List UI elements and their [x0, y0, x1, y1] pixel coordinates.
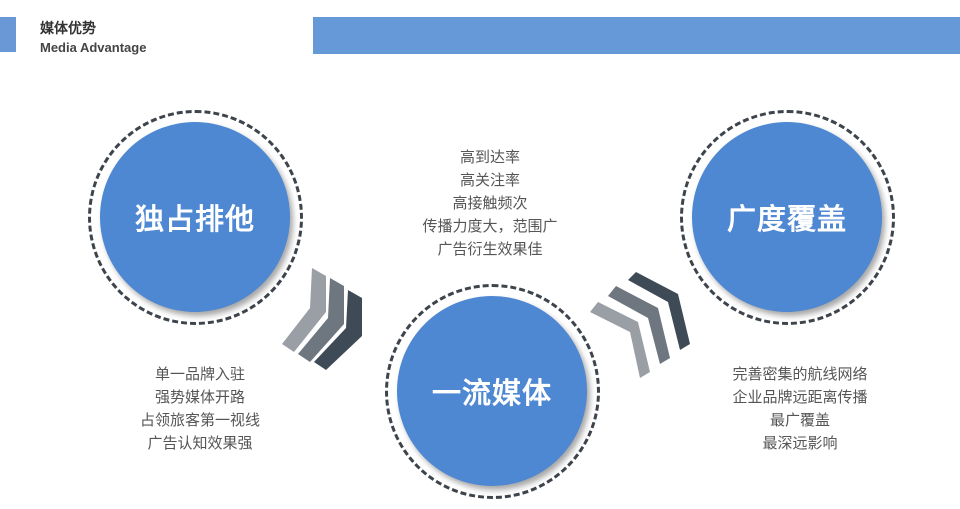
header-accent-block [0, 17, 16, 52]
desc-line: 单一品牌入驻 [154, 365, 245, 383]
page-title: 媒体优势 [40, 21, 96, 37]
desc-line: 强势媒体开路 [154, 388, 245, 406]
middle-description: 高到达率 高关注率 高接触频次 传播力度大，范围广 广告衍生效果佳 [400, 146, 580, 261]
desc-line: 高关注率 [459, 171, 520, 189]
chevron-arrow-right-up-icon [590, 272, 690, 378]
page-subtitle: Media Advantage [40, 40, 147, 55]
right-circle-dashed-ring [680, 110, 895, 325]
chevron-arrow-right-down-icon [282, 268, 362, 370]
right-description: 完善密集的航线网络 企业品牌远距离传播 最广覆盖 最深远影响 [700, 363, 900, 455]
desc-line: 最广覆盖 [769, 411, 830, 429]
desc-line: 传播力度大，范围广 [422, 217, 558, 235]
desc-line: 最深远影响 [762, 434, 838, 452]
middle-circle: 一流媒体 [397, 296, 587, 486]
desc-line: 广告认知效果强 [147, 434, 253, 452]
desc-line: 完善密集的航线网络 [732, 365, 868, 383]
left-circle-label: 独占排他 [134, 202, 255, 236]
desc-line: 高到达率 [459, 148, 520, 166]
middle-circle-dashed-ring [385, 284, 600, 499]
desc-line: 占领旅客第一视线 [139, 411, 260, 429]
header-accent-bar [313, 17, 960, 54]
desc-line: 广告衍生效果佳 [437, 240, 543, 258]
left-circle-dashed-ring [88, 110, 303, 325]
right-circle: 广度覆盖 [692, 122, 882, 312]
desc-line: 企业品牌远距离传播 [732, 388, 868, 406]
right-circle-label: 广度覆盖 [726, 202, 847, 236]
desc-line: 高接触频次 [452, 194, 528, 212]
middle-circle-label: 一流媒体 [431, 376, 552, 410]
left-description: 单一品牌入驻 强势媒体开路 占领旅客第一视线 广告认知效果强 [110, 363, 290, 455]
left-circle: 独占排他 [100, 122, 290, 312]
